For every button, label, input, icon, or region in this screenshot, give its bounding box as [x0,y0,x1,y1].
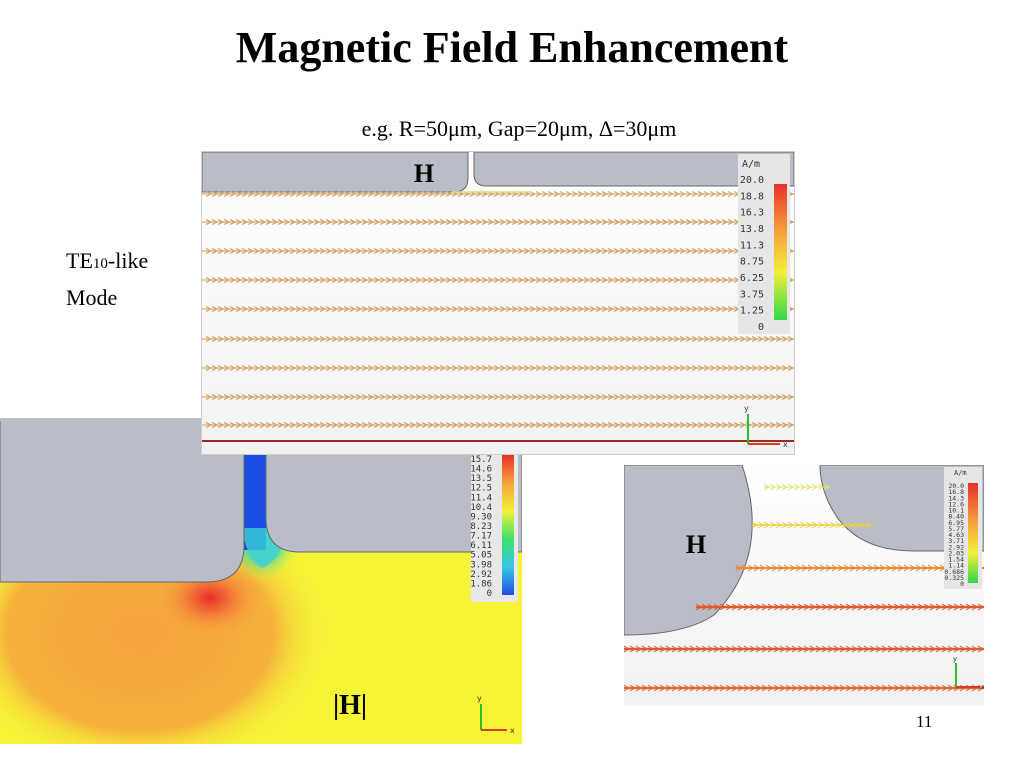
legend-br-tick: 0.325 [944,574,964,582]
axis-gizmo-top: y x [744,404,788,449]
axis-y-label: y [744,404,749,413]
mode-label: TE10-like Mode [66,244,148,314]
magnitude-h-label: |H| [333,690,367,721]
br-right-metal [819,465,984,552]
legend-br-tick: 20.0 [948,482,964,490]
legend-br-tick: 16.8 [948,488,964,496]
gap-field-arrows [624,483,984,692]
axis-x-label: x [783,440,788,449]
page-number: 11 [916,712,933,731]
arrow-row [751,521,872,529]
legend-bl-tick: 10.4 [470,503,492,513]
legend-br-tick: 2.92 [948,543,964,551]
legend-bl-tick: 7.17 [470,532,492,542]
arrow-row [624,645,984,653]
mode-suffix: -like [107,248,149,273]
axis-y-label: y [953,655,957,663]
legend-top-tick: 8.75 [740,257,764,268]
legend-bl-tick: 1.86 [470,579,492,589]
legend-bl-tick: 14.6 [470,465,492,475]
legend-br-tick: 0.686 [944,568,964,576]
legend-top-tick: 6.25 [740,273,764,284]
arrow-row [205,336,794,342]
axis-x-label: x [510,726,515,735]
legend-bl-tick: 15.7 [470,455,492,465]
arrow-row [205,277,794,283]
legend-top: A/m 20.0 18.8 16.3 13.8 11.3 8.75 6.25 3.75 1.25… [738,154,790,334]
legend-top-tick: 16.3 [740,208,764,219]
slide-title: Magnetic Field Enhancement [235,23,789,72]
top-h-label: H [414,159,434,188]
arrow-row [763,483,830,491]
legend-bl-tick: 9.30 [470,512,492,522]
legend-br-tick: 2.03 [948,549,964,557]
legend-bl-tick: 8.23 [470,522,492,532]
gap-h-label: H [686,530,706,559]
arrow-row [205,394,794,400]
left-metal-block [0,418,245,583]
legend-bl-tick: 5.05 [470,551,492,561]
legend-top-tick: 0 [758,322,764,333]
legend-br-tick: 10.1 [948,507,964,515]
legend-top-tick: 18.8 [740,191,764,202]
field-arrow-rows [202,191,794,428]
top-right-metal [473,152,794,187]
legend-bl-tick: 13.5 [470,474,492,484]
legend-top-tick: 1.25 [740,306,764,317]
arrow-row [695,603,984,611]
arrow-row [205,248,794,254]
legend-br-tick: 0 [960,580,964,588]
legend-bl-tick: 3.98 [470,560,492,570]
arrow-row [205,219,794,225]
legend-br-tick: 1.54 [948,556,964,564]
legend-br-tick: 1.14 [948,562,964,570]
legend-top-unit: A/m [742,159,760,170]
legend-bottom-right: A/m 20.016.814.312.610.18.406.955.774.63… [944,467,982,589]
axis-x-label: x [981,683,984,691]
legend-br-tick: 4.63 [948,531,964,539]
legend-top-tick: 11.3 [740,240,764,251]
mode-line2: Mode [66,285,118,310]
legend-br-tick: 8.40 [948,513,964,521]
legend-bl-tick: 2.92 [470,570,492,580]
legend-top-tick: 13.8 [740,224,764,235]
legend-br-tick: 14.3 [948,494,964,502]
legend-top-tick: 20.0 [740,175,764,186]
arrow-row [624,684,984,692]
te10-field-panel: A/m 20.0 18.8 16.3 13.8 11.3 8.75 6.25 3.75 1.25… [202,152,794,454]
axis-y-label: y [477,694,482,703]
arrow-row [205,365,794,371]
legend-br-unit: A/m [954,469,967,477]
legend-br-tick: 6.95 [948,519,964,527]
arrow-row [205,191,794,197]
legend-bl-tick: 11.4 [470,493,492,503]
slide-subtitle: e.g. R=50μm, Gap=20μm, Δ=30μm [361,116,677,141]
axis-gizmo-bottom-right: y x [953,655,984,691]
mode-main: TE [66,248,93,273]
arrow-row [205,306,794,312]
arrow-row [205,422,794,428]
legend-bottom-left: 15.714.613.512.511.410.49.308.237.176.11… [470,452,518,602]
legend-bl-tick: 12.5 [470,484,492,494]
legend-bl-tick: 0 [487,589,492,599]
axis-gizmo-bottom-left: y x [477,694,515,735]
legend-br-tick: 12.6 [948,500,964,508]
legend-top-tick: 3.75 [740,289,764,300]
gap-channel [244,454,266,550]
legend-br-tick: 3.71 [948,537,964,545]
legend-br-tick: 5.77 [948,525,964,533]
mode-subscript: 10 [92,256,108,272]
legend-bl-tick: 6.11 [470,541,492,551]
